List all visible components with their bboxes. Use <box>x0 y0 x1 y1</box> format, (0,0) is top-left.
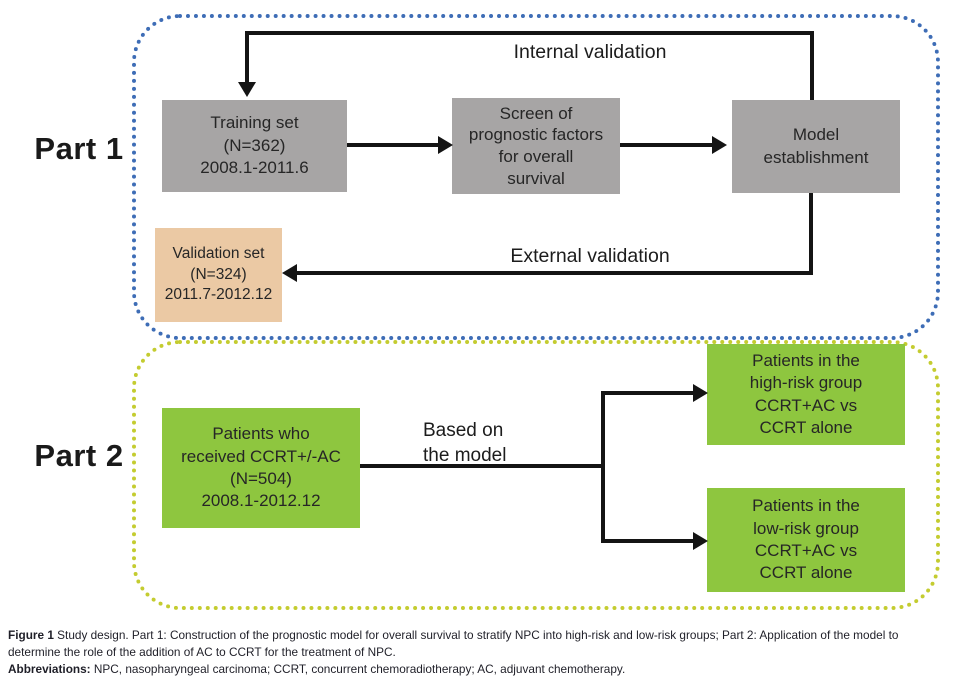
low-risk-line: CCRT alone <box>759 563 853 583</box>
high-risk-group-box: Patients in the high-risk group CCRT+AC … <box>707 344 905 445</box>
arrowhead-screen-to-model <box>712 136 727 154</box>
validation-set-line: (N=324) <box>190 265 247 283</box>
arrowhead-to-low-risk <box>693 532 708 550</box>
caption-main: Figure 1 Study design. Part 1: Construct… <box>8 627 949 661</box>
branch-top-line <box>601 391 694 395</box>
arrow-screen-to-model <box>620 143 713 147</box>
caption-abbreviations: Abbreviations: NPC, nasopharyngeal carci… <box>8 661 949 678</box>
low-risk-group-box: Patients in the low-risk group CCRT+AC v… <box>707 488 905 592</box>
arrowhead-external-validation <box>282 264 297 282</box>
low-risk-line: low-risk group <box>753 518 859 538</box>
training-set-line: (N=362) <box>223 135 286 155</box>
screen-box-line: prognostic factors <box>468 125 604 145</box>
screen-box-line: for overall <box>498 147 574 166</box>
external-validation-label: External validation <box>510 245 670 267</box>
model-box-line: establishment <box>763 147 869 167</box>
screen-prognostic-factors-box: Screen of prognostic factors for overall… <box>452 98 620 194</box>
based-on-model-label: Based on the model <box>423 419 563 468</box>
training-set-line: 2008.1-2011.6 <box>200 158 309 178</box>
arrowhead-to-high-risk <box>693 384 708 402</box>
internal-validation-label: Internal validation <box>513 41 667 63</box>
low-risk-line: Patients in the <box>752 496 860 516</box>
patients-box-line: 2008.1-2012.12 <box>201 491 321 511</box>
screen-box-line: survival <box>507 168 565 188</box>
based-on-model-line <box>360 464 605 468</box>
model-box-line: Model <box>792 125 840 145</box>
based-on-line: Based on <box>423 420 504 441</box>
patients-box-line: received CCRT+/-AC <box>181 446 341 466</box>
arrowhead-training-to-screen <box>438 136 453 154</box>
internal-validation-line-left <box>245 31 249 83</box>
external-validation-line-horizontal <box>295 271 813 275</box>
internal-validation-line-horizontal <box>245 31 814 35</box>
high-risk-line: Patients in the <box>752 350 860 370</box>
part1-label: Part 1 <box>34 131 124 166</box>
external-validation-line-vertical <box>809 193 813 275</box>
patients-box-line: Patients who <box>212 424 310 444</box>
figure-number-label: Figure 1 <box>8 628 54 642</box>
patients-ccrt-box: Patients who received CCRT+/-AC (N=504) … <box>162 408 360 528</box>
high-risk-line: high-risk group <box>749 373 863 393</box>
screen-box-line: Screen of <box>499 103 573 123</box>
patients-box-line: (N=504) <box>230 469 292 488</box>
arrowhead-internal-validation <box>238 82 256 97</box>
low-risk-line: CCRT+AC vs <box>754 541 858 560</box>
caption-body-text: Study design. Part 1: Construction of th… <box>8 628 899 659</box>
model-establishment-box: Model establishment <box>732 100 900 193</box>
training-set-line: Training set <box>210 113 299 133</box>
validation-set-line: 2011.7-2012.12 <box>164 286 273 304</box>
abbreviations-label: Abbreviations: <box>8 661 91 676</box>
figure-caption: Figure 1 Study design. Part 1: Construct… <box>8 627 949 678</box>
based-on-line: the model <box>423 444 507 466</box>
arrow-training-to-screen <box>347 143 439 147</box>
branch-vertical-line <box>601 391 605 543</box>
internal-validation-line-right <box>810 31 814 100</box>
validation-set-line: Validation set <box>172 245 265 263</box>
branch-bottom-line <box>601 539 694 543</box>
high-risk-line: CCRT+AC vs <box>754 395 858 415</box>
part2-label: Part 2 <box>34 438 124 473</box>
high-risk-line: CCRT alone <box>759 417 853 437</box>
validation-set-box: Validation set (N=324) 2011.7-2012.12 <box>155 228 282 322</box>
training-set-box: Training set (N=362) 2008.1-2011.6 <box>162 100 347 192</box>
abbreviations-body-text: NPC, nasopharyngeal carcinoma; CCRT, con… <box>93 661 626 676</box>
